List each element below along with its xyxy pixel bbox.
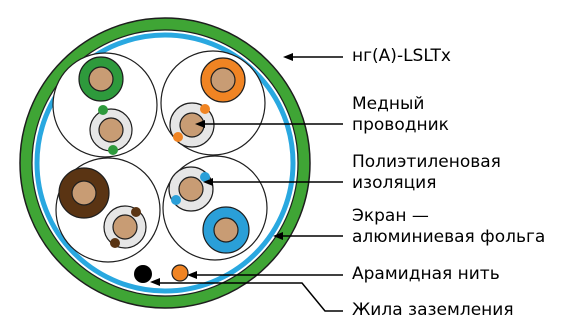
orange-copper-conductor	[210, 67, 236, 93]
green-pair	[78, 56, 133, 155]
brown-stripe-top	[131, 207, 141, 217]
label-sheath: нг(А)-LSLTx	[352, 46, 451, 66]
blue-pair	[168, 166, 250, 254]
green-stripe-bottom	[108, 145, 118, 155]
orange-stripe-top	[200, 104, 210, 114]
brown-copper-conductor	[71, 180, 97, 206]
label-ground: Жила заземления	[352, 300, 514, 320]
aramid-thread	[171, 264, 189, 282]
leader-ground	[157, 282, 343, 312]
orange-stripe-bottom	[173, 132, 183, 142]
arrow-aramid	[187, 271, 197, 279]
white-brown-copper-conductor	[112, 214, 138, 240]
foil-screen	[34, 32, 296, 294]
label-insulation-line1: Полиэтиленовая	[352, 152, 501, 172]
ground-wire	[134, 265, 152, 283]
label-screen-line2: алюминиевая фольга	[352, 227, 546, 247]
label-conductor-line2: проводник	[352, 115, 449, 135]
white-blue-copper-conductor	[178, 176, 204, 202]
label-conductor: Медный проводник	[352, 94, 449, 136]
arrow-ground	[150, 278, 160, 286]
blue-copper-conductor	[213, 217, 239, 243]
brown-stripe-bottom	[110, 238, 120, 248]
label-aramid: Арамидная нить	[352, 264, 500, 284]
green-copper-conductor	[88, 66, 114, 92]
arrow-conductor	[195, 120, 205, 128]
leader-lines	[150, 53, 343, 312]
brown-pair	[58, 167, 147, 249]
label-screen: Экран — алюминиевая фольга	[352, 206, 545, 248]
arrow-screen	[273, 232, 283, 240]
arrow-insulation	[203, 178, 213, 186]
arrow-sheath	[283, 53, 293, 61]
blue-stripe-bottom	[171, 195, 181, 205]
blue-stripe-top	[200, 172, 210, 182]
orange-pair	[169, 57, 246, 148]
green-stripe-top	[98, 105, 108, 115]
label-conductor-line1: Медный	[352, 94, 425, 114]
label-insulation: Полиэтиленовая изоляция	[352, 152, 501, 194]
label-screen-line1: Экран —	[352, 206, 429, 226]
label-insulation-line2: изоляция	[352, 173, 437, 193]
white-green-copper-conductor	[98, 117, 124, 143]
